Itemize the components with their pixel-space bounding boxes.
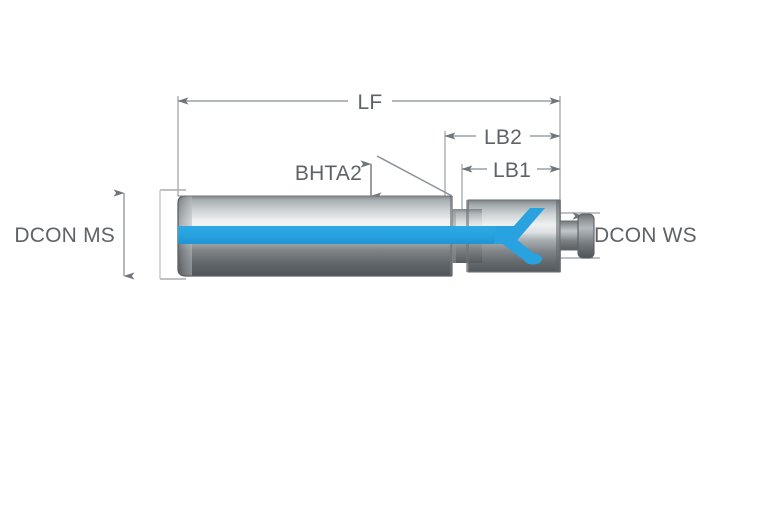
dimension-lf: LF xyxy=(177,91,561,114)
dimension-bhta2-label: BHTA2 xyxy=(295,162,362,185)
dimension-lf-label: LF xyxy=(358,91,383,114)
dimension-lb1-label: LB1 xyxy=(493,159,531,182)
dimension-dcon-ms: DCON MS xyxy=(14,189,135,280)
end-stud-cap xyxy=(578,214,594,258)
coolant-branch-lower-tip xyxy=(524,253,542,265)
dimension-bhta2-leader xyxy=(376,155,453,197)
dimension-lb1: LB1 xyxy=(461,159,561,182)
coolant-channel xyxy=(178,208,545,265)
dimension-lb2-label: LB2 xyxy=(484,126,522,149)
coolant-branch-junction xyxy=(494,226,516,244)
coolant-channel-main xyxy=(178,226,452,244)
dimension-dcon-ms-label: DCON MS xyxy=(14,224,115,247)
dimension-dcon-ws-label: DCON WS xyxy=(594,224,697,247)
dimension-bhta2: BHTA2 xyxy=(295,155,453,200)
end-stud xyxy=(559,213,595,259)
head-end-face xyxy=(556,200,561,272)
dimension-lb2: LB2 xyxy=(444,126,561,149)
